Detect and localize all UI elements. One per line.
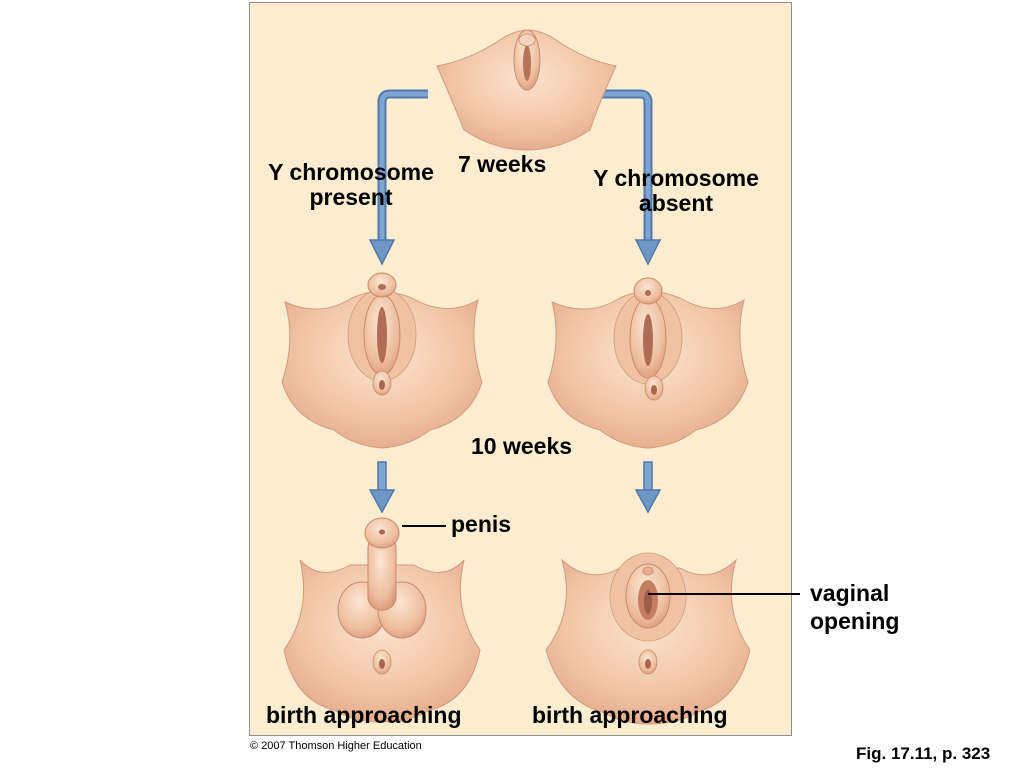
female-ten-weeks-illustration [547,277,749,449]
copyright-text: © 2007 Thomson Higher Education [250,740,422,752]
arrow-to-female-10-weeks [602,89,662,266]
female-birth-illustration [545,552,751,725]
vaginal-line1: vaginal [810,580,890,606]
figure-reference: Fig. 17.11, p. 323 [856,744,991,763]
male-ten-weeks-illustration [281,272,483,449]
y-present-line2: present [309,184,393,211]
male-birth-illustration [283,517,481,723]
penis-label: penis [451,511,512,537]
seven-weeks-label: 7 weeks [458,151,547,177]
arrow-to-male-10-weeks [368,89,428,266]
seven-weeks-genitalia-illustration [436,29,617,151]
female-birth-label: birth approaching [532,702,728,728]
arrow-to-male-birth [368,461,396,514]
vaginal-line2: opening [810,607,900,634]
y-present-line1: Y chromosome [268,159,434,185]
male-birth-label: birth approaching [266,702,462,728]
y-absent-line1: Y chromosome [593,165,759,191]
y-absent-label: Y chromosome absent [582,165,770,217]
y-absent-line2: absent [638,190,714,217]
y-present-label: Y chromosome present [258,159,444,211]
ten-weeks-label: 10 weeks [471,433,573,459]
vaginal-opening-label: vaginal opening [810,580,899,635]
arrow-to-female-birth [634,461,662,514]
